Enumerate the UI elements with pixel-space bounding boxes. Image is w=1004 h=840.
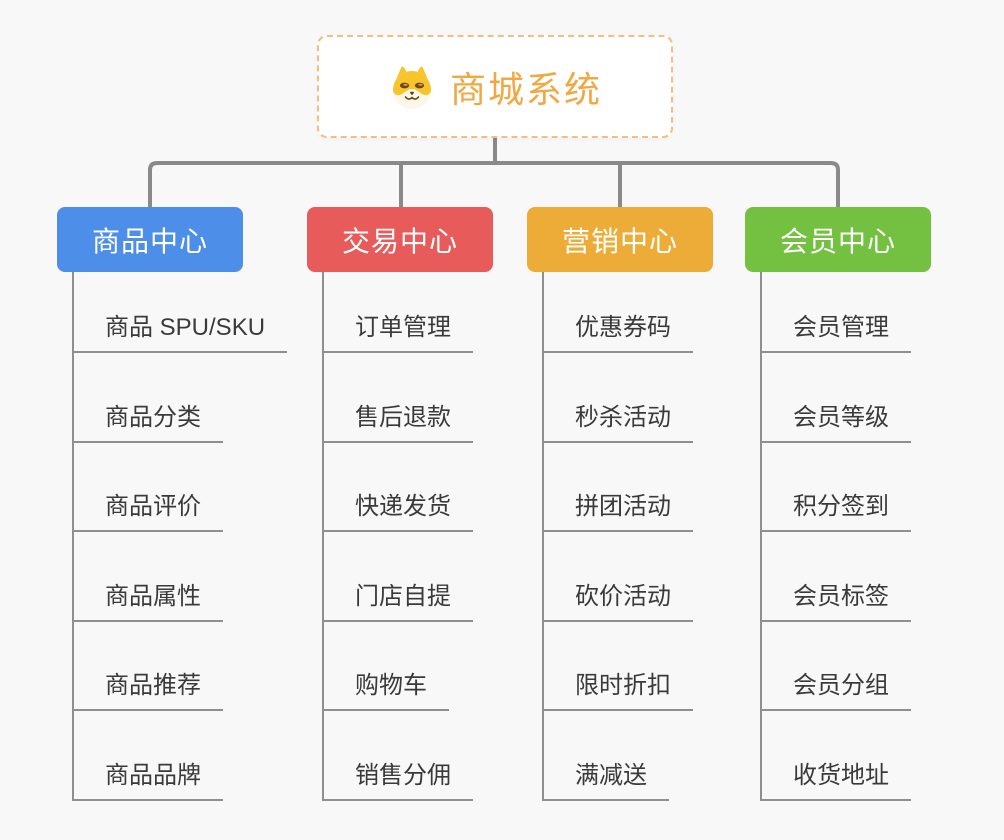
leaf-label: 会员等级 xyxy=(760,397,911,443)
leaf-item[interactable]: 收货地址 xyxy=(760,711,1000,801)
leaf-label: 快递发货 xyxy=(322,486,473,532)
bus-line xyxy=(148,161,840,207)
leaf-label: 商品推荐 xyxy=(72,665,223,711)
leaf-column-product-center: 商品 SPU/SKU 商品分类 商品评价 商品属性 商品推荐 商品品牌 xyxy=(72,272,312,801)
branch-title: 交易中心 xyxy=(341,225,458,257)
branch-node-member-center[interactable]: 会员中心 xyxy=(745,207,931,272)
leaf-label: 积分签到 xyxy=(760,486,911,532)
dog-face-icon xyxy=(392,66,431,109)
leaf-label: 优惠券码 xyxy=(542,307,693,353)
leaf-label: 会员管理 xyxy=(760,307,911,353)
leaf-label: 订单管理 xyxy=(322,307,473,353)
leaf-label: 限时折扣 xyxy=(542,665,693,711)
leaf-item[interactable]: 拼团活动 xyxy=(542,443,782,532)
leaf-column-trade-center: 订单管理 售后退款 快递发货 门店自提 购物车 销售分佣 xyxy=(322,272,562,801)
leaf-label: 销售分佣 xyxy=(322,755,473,801)
leaf-item[interactable]: 优惠券码 xyxy=(542,272,782,353)
leaf-item[interactable]: 商品评价 xyxy=(72,443,312,532)
branch-spine-line xyxy=(760,272,762,801)
leaf-item[interactable]: 满减送 xyxy=(542,711,782,801)
leaf-label: 会员标签 xyxy=(760,576,911,622)
leaf-label: 满减送 xyxy=(542,755,669,801)
leaf-item[interactable]: 会员等级 xyxy=(760,353,1000,443)
branch-spine-line xyxy=(72,272,74,801)
leaf-label: 砍价活动 xyxy=(542,576,693,622)
leaf-label: 会员分组 xyxy=(760,665,911,711)
branch-spine-line xyxy=(542,272,544,801)
leaf-label: 售后退款 xyxy=(322,397,473,443)
root-title: 商城系统 xyxy=(449,68,602,110)
leaf-label: 门店自提 xyxy=(322,576,473,622)
branch-title: 商品中心 xyxy=(91,225,208,257)
branch-node-product-center[interactable]: 商品中心 xyxy=(57,207,243,272)
leaf-label: 商品品牌 xyxy=(72,755,223,801)
branch-spine-line xyxy=(322,272,324,801)
leaf-label: 商品 SPU/SKU xyxy=(72,307,288,353)
leaf-item[interactable]: 商品分类 xyxy=(72,353,312,443)
leaf-item[interactable]: 秒杀活动 xyxy=(542,353,782,443)
leaf-item[interactable]: 商品推荐 xyxy=(72,622,312,711)
leaf-item[interactable]: 商品 SPU/SKU xyxy=(72,272,312,353)
leaf-item[interactable]: 会员标签 xyxy=(760,532,1000,622)
leaf-item[interactable]: 快递发货 xyxy=(322,443,562,532)
branch-node-marketing-center[interactable]: 营销中心 xyxy=(527,207,713,272)
leaf-item[interactable]: 销售分佣 xyxy=(322,711,562,801)
leaf-item[interactable]: 积分签到 xyxy=(760,443,1000,532)
leaf-item[interactable]: 门店自提 xyxy=(322,532,562,622)
leaf-column-member-center: 会员管理 会员等级 积分签到 会员标签 会员分组 收货地址 xyxy=(760,272,1000,801)
leaf-item[interactable]: 订单管理 xyxy=(322,272,562,353)
leaf-item[interactable]: 购物车 xyxy=(322,622,562,711)
leaf-item[interactable]: 限时折扣 xyxy=(542,622,782,711)
root-node[interactable]: 商城系统 xyxy=(317,35,673,138)
leaf-label: 拼团活动 xyxy=(542,486,693,532)
leaf-item[interactable]: 砍价活动 xyxy=(542,532,782,622)
leaf-label: 购物车 xyxy=(322,665,449,711)
leaf-item[interactable]: 售后退款 xyxy=(322,353,562,443)
branch-title: 营销中心 xyxy=(561,225,678,257)
leaf-label: 商品评价 xyxy=(72,486,223,532)
leaf-item[interactable]: 会员管理 xyxy=(760,272,1000,353)
leaf-item[interactable]: 会员分组 xyxy=(760,622,1000,711)
leaf-label: 秒杀活动 xyxy=(542,397,693,443)
leaf-item[interactable]: 商品品牌 xyxy=(72,711,312,801)
leaf-item[interactable]: 商品属性 xyxy=(72,532,312,622)
leaf-column-marketing-center: 优惠券码 秒杀活动 拼团活动 砍价活动 限时折扣 满减送 xyxy=(542,272,782,801)
branch-title: 会员中心 xyxy=(779,225,896,257)
leaf-label: 收货地址 xyxy=(760,755,911,801)
leaf-label: 商品分类 xyxy=(72,397,223,443)
branch-node-trade-center[interactable]: 交易中心 xyxy=(307,207,493,272)
leaf-label: 商品属性 xyxy=(72,576,223,622)
